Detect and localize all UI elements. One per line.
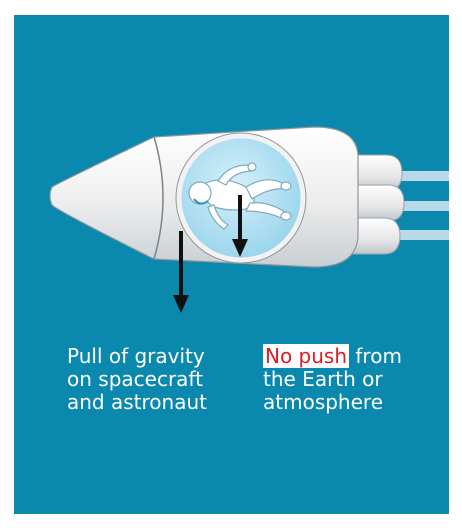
spacecraft-scene	[14, 15, 449, 514]
no-push-caption-line-2: the Earth or	[263, 368, 402, 391]
gravity-caption-line-2: on spacecraft	[67, 368, 207, 391]
diagram-panel: Pull of gravity on spacecraft and astron…	[14, 15, 449, 514]
no-push-highlight: No push	[263, 344, 349, 368]
gravity-caption-line-1: Pull of gravity	[67, 345, 207, 368]
thrust-trail-middle	[398, 201, 449, 211]
thrust-trail-top	[398, 171, 449, 181]
no-push-caption-line-1-rest: from	[349, 344, 402, 368]
no-push-caption: No push from the Earth or atmosphere	[263, 345, 402, 414]
gravity-caption: Pull of gravity on spacecraft and astron…	[67, 345, 207, 414]
thrust-trails	[398, 171, 449, 240]
no-push-caption-line-1: No push from	[263, 345, 402, 368]
gravity-caption-line-3: and astronaut	[67, 391, 207, 414]
spacecraft-nose-cone	[50, 137, 163, 259]
no-push-caption-line-3: atmosphere	[263, 391, 402, 414]
thrust-trail-bottom	[398, 230, 449, 240]
